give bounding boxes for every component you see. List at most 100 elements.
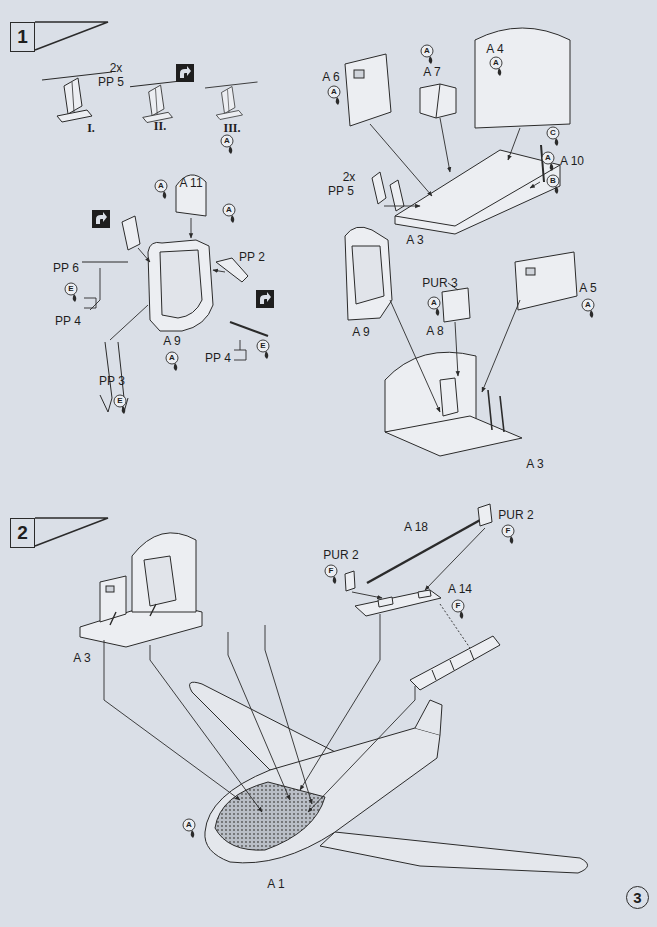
leader-line: [265, 625, 312, 804]
part-label: 2x: [343, 171, 356, 183]
glue-letter: A: [169, 354, 175, 362]
leader-line: [455, 322, 458, 376]
part-label: PUR 2: [323, 549, 358, 561]
cockpit-subassembly: [345, 227, 392, 320]
part-label: A 6: [322, 71, 339, 83]
glue-letter: A: [431, 299, 437, 307]
cockpit-assembly: [100, 576, 126, 622]
glue-letter: A: [585, 301, 591, 309]
part-label: A 11: [179, 177, 202, 189]
leader-line: [90, 268, 100, 310]
leader-line: [104, 614, 415, 812]
leader-line: [213, 270, 225, 272]
leader-line: [440, 118, 450, 172]
glue-icon: [223, 204, 235, 216]
rudder-pedal: [205, 82, 258, 120]
glue-drop: [555, 138, 559, 146]
leader-line: [352, 528, 485, 648]
leader-line: [138, 248, 150, 262]
cockpit-parts: [345, 28, 570, 234]
glue-drop: [174, 363, 178, 371]
part-label: PP 4: [205, 352, 231, 364]
glue-icon: [221, 135, 233, 147]
airframe: [190, 682, 588, 873]
leader-line: [390, 300, 440, 412]
seat-parts: [122, 216, 140, 250]
rudder-pedal: [42, 72, 258, 123]
small-parts: [478, 504, 492, 526]
leader-line: [300, 614, 380, 790]
glue-letter: A: [493, 59, 499, 67]
glue-letter: A: [158, 182, 164, 190]
part-label: PP 6: [53, 262, 79, 274]
glue-drop: [191, 830, 195, 838]
glue-icon: [328, 86, 340, 98]
cockpit-subassembly: [440, 378, 458, 416]
variant-label: I.: [87, 122, 95, 134]
glue-letter: B: [550, 177, 556, 185]
cockpit-parts: [372, 172, 386, 204]
part-label: A 3: [406, 234, 423, 246]
part-label: A 3: [526, 458, 543, 470]
cockpit-parts: [475, 28, 570, 128]
seat-parts: [148, 240, 213, 331]
cockpit-assembly: [144, 556, 176, 606]
leader-line: [308, 686, 415, 812]
glue-letter: A: [186, 821, 192, 829]
glue-icon: [490, 57, 502, 76]
glue-icon: [166, 352, 178, 364]
instruction-icon: [176, 64, 194, 82]
part-label: PUR 3: [422, 277, 457, 289]
instruction-icon: [256, 290, 274, 308]
glue-icon: [582, 299, 594, 311]
glue-letter: F: [456, 602, 461, 610]
cockpit-subassembly: [526, 268, 535, 275]
glue-letter: A: [545, 154, 551, 162]
glue-drop: [265, 351, 269, 359]
seat-parts: [176, 175, 206, 216]
glue-drop: [73, 294, 77, 302]
glue-letter: A: [424, 47, 430, 55]
leader-line: [508, 128, 520, 160]
part-label: A 8: [426, 325, 443, 337]
part-label: PP 5: [98, 76, 124, 88]
glue-letter: A: [226, 206, 232, 214]
part-label: PP 2: [239, 251, 265, 263]
glue-icon: [542, 152, 554, 164]
glue-letter: E: [68, 285, 73, 293]
glue-drop: [163, 191, 167, 199]
glue-icon: [65, 45, 594, 838]
variant-label: II.: [154, 120, 166, 132]
glue-icon: [325, 565, 337, 577]
part-label: A 1: [267, 878, 284, 890]
glue-icon: [547, 127, 559, 139]
glue-icon: [502, 525, 514, 537]
small-parts: [345, 504, 500, 690]
leader-line: [191, 218, 192, 238]
glue-icon: [452, 600, 464, 619]
seat-parts: [82, 262, 128, 263]
cockpit-parts: [541, 145, 544, 182]
glue-icon: [547, 127, 559, 146]
cockpit-subassembly: [515, 252, 577, 310]
seat-parts: [100, 342, 128, 412]
leader-line: [482, 300, 520, 392]
leader-line: [104, 640, 240, 800]
leader-line: [352, 592, 382, 598]
glue-drop: [555, 186, 559, 194]
glue-icon: [65, 283, 77, 295]
cockpit-parts: [395, 165, 560, 226]
glue-icon: [325, 565, 337, 584]
glue-icon: [542, 152, 554, 171]
leader-line: [234, 350, 246, 360]
leader-line: [228, 632, 290, 800]
cockpit-subassembly: [352, 246, 384, 304]
airframe: [415, 700, 442, 735]
cockpit-subassembly: [385, 416, 522, 456]
glue-letter: E: [260, 342, 265, 350]
part-label: A 14: [448, 583, 472, 595]
glue-icon: [257, 340, 269, 359]
glue-icon: [582, 299, 594, 318]
step-number: 2: [10, 518, 35, 548]
